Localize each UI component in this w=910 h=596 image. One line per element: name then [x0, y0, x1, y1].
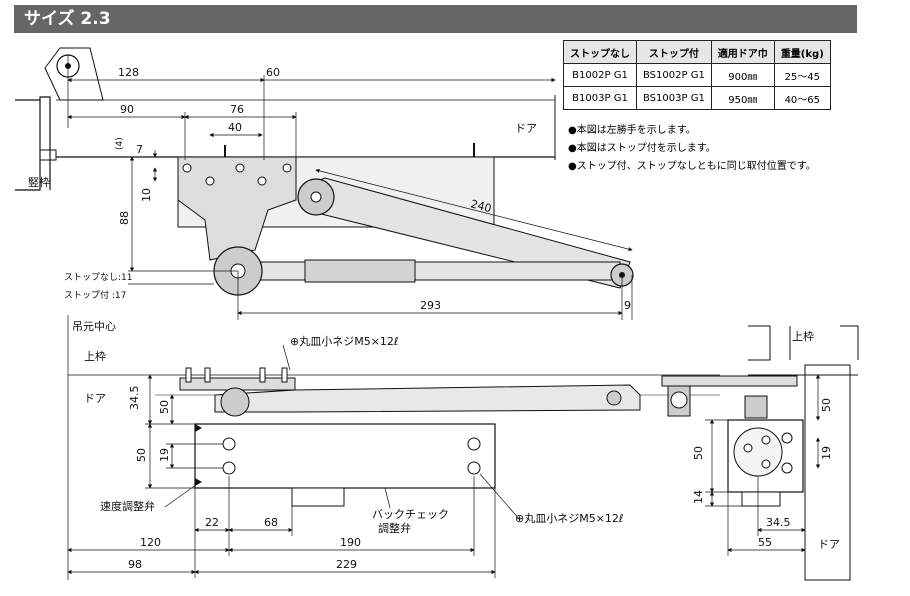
col-header-door-width: 適用ドア巾 [710, 40, 775, 64]
table-cell: B1002P G1 [563, 63, 637, 87]
table-cell: 40〜65 [773, 86, 831, 110]
dim-10: 10 [140, 188, 153, 202]
screw-hole [282, 163, 292, 173]
bolt [204, 367, 211, 383]
note-item: ●本図はストップ付を示します。 [568, 143, 716, 154]
closer-body [194, 423, 496, 489]
dim-68: 68 [264, 516, 278, 529]
door-label-top: ドア [515, 122, 537, 135]
note-item: ●ストップ付、ストップなしともに同じ取付位置です。 [568, 161, 816, 172]
dim-88: 88 [118, 211, 131, 225]
bolt [259, 367, 266, 383]
dim-240: 240 [469, 197, 493, 215]
door-section [804, 364, 851, 581]
front-view: 34.5 50 50 19 22 68 120 190 98 229 吊元中心 … [67, 315, 720, 580]
side-joint-pin [670, 391, 688, 409]
side-boss [741, 491, 781, 507]
screw-hole [222, 437, 236, 451]
dim-120: 120 [140, 536, 161, 549]
bolt [281, 367, 288, 383]
cap-hole [761, 459, 771, 469]
dim-60: 60 [266, 66, 280, 79]
table-cell: 950㎜ [710, 86, 775, 110]
table-cell: BS1002P G1 [636, 63, 712, 87]
side-dim-19: 19 [820, 446, 833, 460]
cap-hole [743, 443, 753, 453]
nostop-label: ストップなし:11 [64, 272, 133, 283]
dim-22: 22 [205, 516, 219, 529]
screw-hole [222, 461, 236, 475]
front-arm-joint [606, 390, 622, 406]
dim-40: 40 [228, 121, 242, 134]
screw-hole [467, 461, 481, 475]
dim-229: 229 [336, 558, 357, 571]
dim-50-upper: 50 [158, 400, 171, 414]
table-cell: B1003P G1 [563, 86, 637, 110]
dim-76: 76 [230, 103, 244, 116]
side-dim-55: 55 [758, 536, 772, 549]
side-bracket [661, 375, 798, 387]
screw-hole [182, 163, 192, 173]
speed-valve-label: 速度調整弁 [100, 499, 155, 513]
top-view: 128 60 90 76 40 (4) 7 10 88 240 293 9 ドア… [15, 47, 634, 320]
front-spindle [220, 387, 250, 417]
dim-50-body: 50 [135, 448, 148, 462]
dim-128: 128 [118, 66, 139, 79]
body-end-cap [733, 427, 783, 477]
dim-7: 7 [136, 143, 143, 156]
speed-valve-marker [195, 424, 202, 432]
dim-90: 90 [120, 103, 134, 116]
backcheck-label-2: 調整弁 [378, 521, 411, 535]
screw-hole [205, 176, 215, 186]
side-door-label: ドア [818, 538, 840, 551]
cap-hole [761, 435, 771, 445]
dim-19: 19 [158, 448, 171, 462]
screw-label-top: ⊕丸皿小ネジM5×12ℓ [290, 335, 398, 348]
pivot-center-label: 吊元中心 [72, 320, 116, 333]
section-header: サイズ 2.3 [14, 5, 857, 33]
forearm-sleeve [304, 259, 416, 283]
screw-label-bottom: ⊕丸皿小ネジM5×12ℓ [515, 512, 623, 525]
side-dim-50-upper: 50 [820, 398, 833, 412]
door-label-front: ドア [84, 392, 106, 405]
col-header-nostop: ストップなし [563, 40, 637, 64]
backcheck-label-1: バックチェック [372, 508, 449, 521]
dim-34-5: 34.5 [128, 386, 141, 411]
notes-list: ●本図は左勝手を示します。 ●本図はストップ付を示します。 ●ストップ付、ストッ… [568, 122, 816, 176]
dim-4: (4) [115, 137, 125, 150]
note-item: ●本図は左勝手を示します。 [568, 125, 696, 136]
dim-190: 190 [340, 536, 361, 549]
frame-label: 竪枠 [28, 175, 50, 189]
side-dim-50-body: 50 [692, 446, 705, 460]
side-upper-label: 上枠 [792, 329, 814, 343]
spec-table: ストップなし ストップ付 適用ドア巾 重量(kg) B1002P G1 BS10… [563, 40, 831, 110]
body-boss [291, 487, 345, 507]
screw-hole [235, 163, 245, 173]
dim-9: 9 [624, 299, 631, 312]
side-dim-14: 14 [692, 490, 705, 504]
stop-label: ストップ付 :17 [64, 290, 126, 301]
side-screw [781, 462, 793, 474]
upper-frame-label: 上枠 [84, 349, 106, 363]
side-dim-34-5: 34.5 [766, 516, 791, 529]
side-screw [781, 432, 793, 444]
spec-table-header-row: ストップなし ストップ付 適用ドア巾 重量(kg) [563, 40, 831, 64]
frame-stop [40, 149, 57, 161]
dim-98: 98 [128, 558, 142, 571]
screw-hole [467, 437, 481, 451]
side-spindle [744, 395, 768, 419]
screw-hole [257, 176, 267, 186]
side-view: 50 19 50 14 34.5 55 上枠 ドア [661, 325, 859, 581]
table-row: B1003P G1 BS1003P G1 950㎜ 40〜65 [563, 86, 831, 110]
table-cell: BS1003P G1 [636, 86, 712, 110]
arm-pivot-hub [310, 191, 322, 203]
upper-frame-profile [748, 325, 859, 361]
dim-293: 293 [420, 299, 441, 312]
bolt [185, 367, 192, 383]
forearm [237, 261, 621, 281]
frame-profile [15, 96, 51, 191]
